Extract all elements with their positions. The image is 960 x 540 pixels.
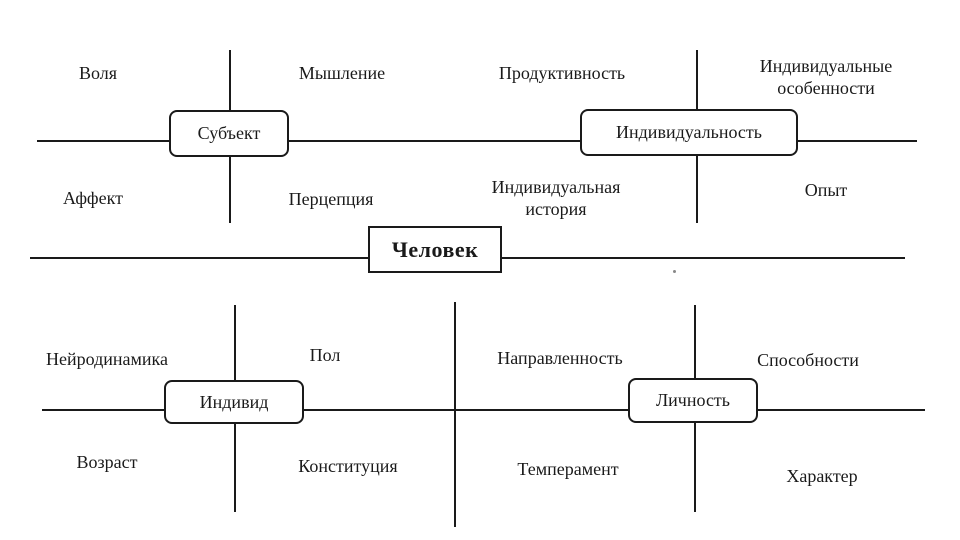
label-pol: Пол [309, 345, 341, 365]
label-opyt: Опыт [804, 180, 848, 200]
label-konstituciya: Конституция [298, 456, 398, 476]
label-temperament: Темперамент [517, 459, 619, 479]
label-neirodinamika: Нейродинамика [45, 349, 169, 369]
top-horizontal-axis [37, 140, 917, 142]
label-individualnye-osobennosti: Индивидуальные особенности [759, 56, 893, 98]
stray-dot [673, 270, 676, 273]
hub-lichnost: Личность [628, 378, 758, 423]
label-myshlenie: Мышление [298, 63, 386, 83]
label-sposobnosti: Способности [757, 350, 859, 370]
hub-individ: Индивид [164, 380, 304, 424]
bottom-horizontal-axis [42, 409, 925, 411]
bottom-center-vertical-axis [454, 302, 456, 527]
label-volya: Воля [78, 63, 118, 83]
label-vozrast: Возраст [76, 452, 138, 472]
label-percepciya: Перцепция [288, 189, 374, 209]
hub-subekt: Субъект [169, 110, 289, 157]
hub-individualnost: Индивидуальность [580, 109, 798, 156]
label-individualnaya-istoriya: Индивидуальная история [491, 177, 621, 219]
label-napravlennost: Направленность [497, 348, 623, 368]
center-chelovek: Человек [368, 226, 502, 273]
label-affekt: Аффект [63, 188, 123, 208]
label-produktivnost: Продуктивность [498, 63, 626, 83]
label-harakter: Характер [786, 466, 858, 486]
